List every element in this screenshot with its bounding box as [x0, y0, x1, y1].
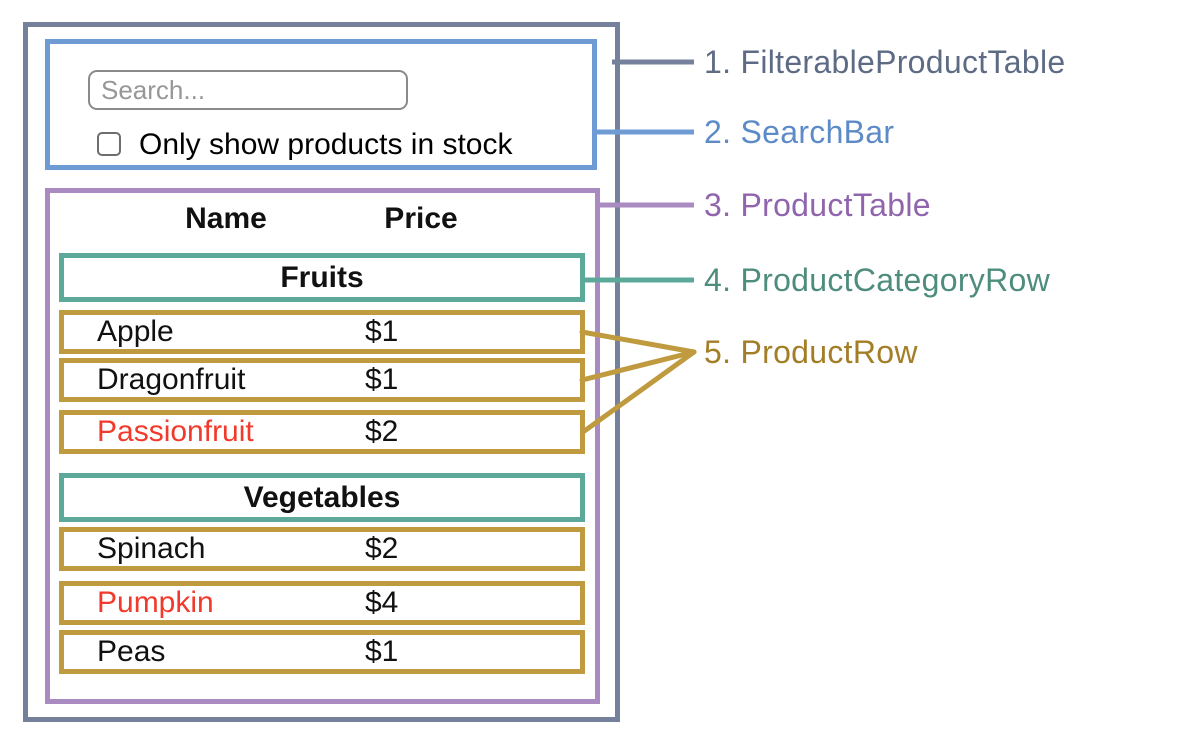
product-name: Passionfruit: [97, 415, 254, 448]
product-row-peas: Peas $1: [59, 630, 585, 674]
label-product-row: 5. ProductRow: [704, 334, 918, 370]
product-price: $1: [365, 363, 399, 396]
label-product-table: 3. ProductTable: [704, 187, 931, 223]
product-price: $4: [365, 586, 399, 619]
label-search-bar: 2. SearchBar: [704, 114, 895, 150]
in-stock-checkbox[interactable]: [97, 132, 121, 156]
search-bar-outline: [45, 39, 597, 170]
search-input[interactable]: [88, 70, 408, 110]
product-row-apple: Apple $1: [59, 310, 585, 354]
product-table-outline: [45, 188, 600, 704]
column-header-price: Price: [384, 202, 458, 235]
column-header-name: Name: [185, 202, 267, 235]
product-name: Spinach: [97, 532, 206, 565]
label-filterable-product-table: 1. FilterableProductTable: [704, 44, 1066, 80]
product-row-dragonfruit: Dragonfruit $1: [59, 358, 585, 402]
product-row-spinach: Spinach $2: [59, 527, 585, 571]
product-category-row-vegetables: Vegetables: [59, 473, 585, 522]
product-name: Dragonfruit: [97, 363, 246, 396]
label-product-category-row: 4. ProductCategoryRow: [704, 262, 1051, 298]
product-row-passionfruit: Passionfruit $2: [59, 410, 585, 454]
product-price: $2: [365, 532, 399, 565]
product-price: $1: [365, 635, 399, 668]
product-price: $2: [365, 415, 399, 448]
product-name: Apple: [97, 315, 174, 348]
product-name: Peas: [97, 635, 166, 668]
product-price: $1: [365, 315, 399, 348]
category-label: Vegetables: [243, 480, 401, 514]
product-name: Pumpkin: [97, 586, 214, 619]
in-stock-checkbox-label: Only show products in stock: [139, 128, 513, 161]
product-category-row-fruits: Fruits: [59, 253, 585, 302]
category-label: Fruits: [280, 260, 364, 294]
product-row-pumpkin: Pumpkin $4: [59, 581, 585, 625]
